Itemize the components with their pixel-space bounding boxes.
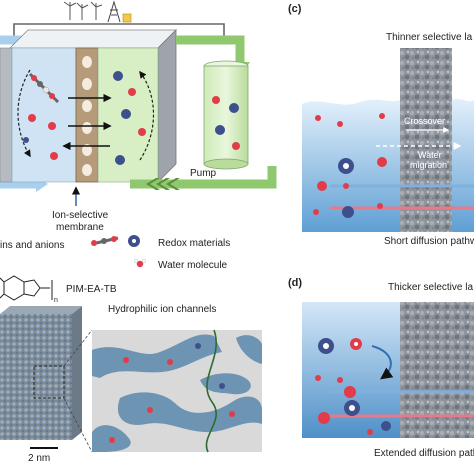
redox-molecules-left [23, 72, 60, 160]
channel-ions [109, 343, 235, 443]
cell-side-face [157, 29, 177, 183]
ion-selective-membrane [75, 47, 99, 183]
panel-d-caption: Extended diffusion path [374, 448, 474, 459]
right-loop-pipe-bottom [130, 166, 277, 189]
redox-molecules-right [113, 71, 146, 165]
power-tower-icon [107, 0, 121, 23]
legend-redox-label: Redox materials [158, 238, 230, 249]
panel-c-caption: Short diffusion pathw [384, 236, 474, 247]
flow-battery-schematic: Pump Ion-selective membrane [0, 0, 277, 233]
posolyte-tank [203, 65, 249, 165]
wind-turbine-icon [63, 1, 103, 20]
scale-bar-label: 2 nm [28, 453, 50, 464]
panel-d-title: Thicker selective la [388, 282, 473, 293]
cell-top-face [9, 29, 177, 49]
ion-pathway [205, 329, 218, 453]
polymer-structure: n PIM-EA-TB 2 nm Hydrophilic ion channel… [0, 275, 262, 464]
panel-d: (d) Thicker selective la Extended diffus… [288, 277, 474, 459]
left-circulation-arrow [17, 69, 31, 158]
pump-arrows-icon [146, 178, 180, 190]
simulation-box-top [0, 306, 82, 314]
legend-water-label: Water molecule [158, 260, 228, 271]
pump-label: Pump [190, 168, 217, 179]
legend: ins and anions Redox materials Water mol… [0, 235, 230, 271]
membrane-label-line1: Ion-selective [52, 210, 109, 221]
polymer-label: PIM-EA-TB [66, 284, 117, 295]
panel-c-molecules [313, 113, 387, 218]
simulation-box [0, 314, 72, 440]
tank-bottom [203, 158, 249, 170]
panel-c-title: Thinner selective la [386, 32, 473, 43]
panel-c-water-label: Water [418, 150, 442, 160]
panel-c-selective-layer [400, 48, 452, 232]
zoom-line-bottom [63, 397, 93, 453]
panel-d-curved-arrow [371, 345, 394, 380]
panel-d-water [302, 302, 400, 438]
pim-ea-tb-chemical-structure-icon [0, 275, 53, 301]
panel-d-letter: (d) [288, 277, 302, 289]
legend-ions-label: ins and anions [0, 240, 65, 251]
water-molecule-icon [133, 259, 146, 268]
panel-c-crossover-label: Crossover [404, 116, 445, 126]
channels-title: Hydrophilic ion channels [108, 304, 216, 315]
simulation-box-side [72, 306, 82, 440]
right-loop-pipe-top [176, 35, 245, 66]
left-electrode [0, 47, 13, 183]
zoom-line-top [63, 329, 93, 367]
power-plug-icon [122, 13, 132, 23]
negolyte-chamber [11, 47, 77, 183]
polymer-n-subscript: n [54, 297, 58, 304]
panel-c-water-right [452, 98, 474, 232]
panel-c-letter: (c) [288, 3, 302, 15]
membrane-pores [82, 56, 92, 176]
panel-c: (c) Thinner selective la Crossover Water… [288, 3, 474, 247]
panel-d-selective-layer [400, 302, 474, 438]
ion-channels [92, 334, 262, 452]
membrane-label-line2: membrane [56, 222, 104, 233]
panel-c-migration-label: migration [410, 160, 447, 170]
tank-redox-molecules [212, 96, 240, 150]
zoom-region-box [33, 365, 65, 399]
redox-legend-icon [91, 235, 140, 247]
panel-d-molecules [315, 338, 391, 435]
